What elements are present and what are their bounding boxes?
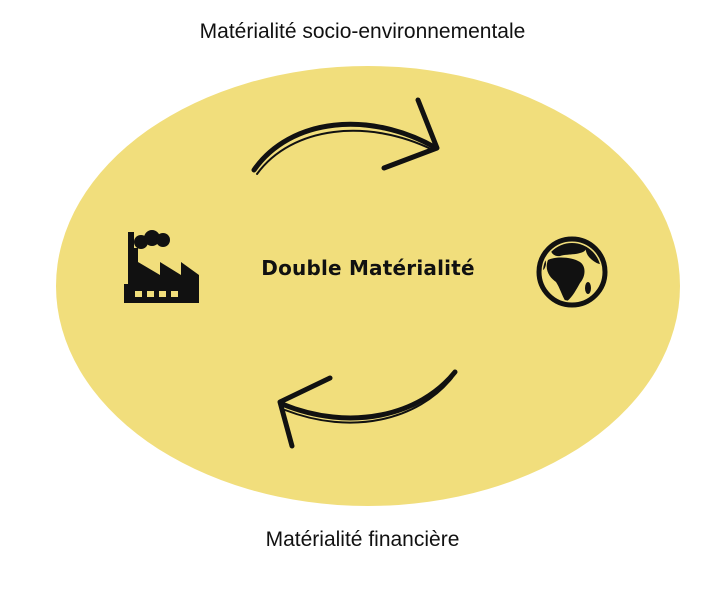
center-title: Double Matérialité bbox=[261, 256, 475, 280]
globe-icon bbox=[536, 236, 608, 308]
bottom-label: Matérialité financière bbox=[265, 528, 460, 551]
curved-arrow-right-icon bbox=[251, 97, 440, 175]
top-label: Matérialité socio-environnementale bbox=[199, 20, 526, 43]
factory-icon bbox=[124, 230, 199, 303]
curved-arrow-left-icon bbox=[277, 369, 458, 449]
